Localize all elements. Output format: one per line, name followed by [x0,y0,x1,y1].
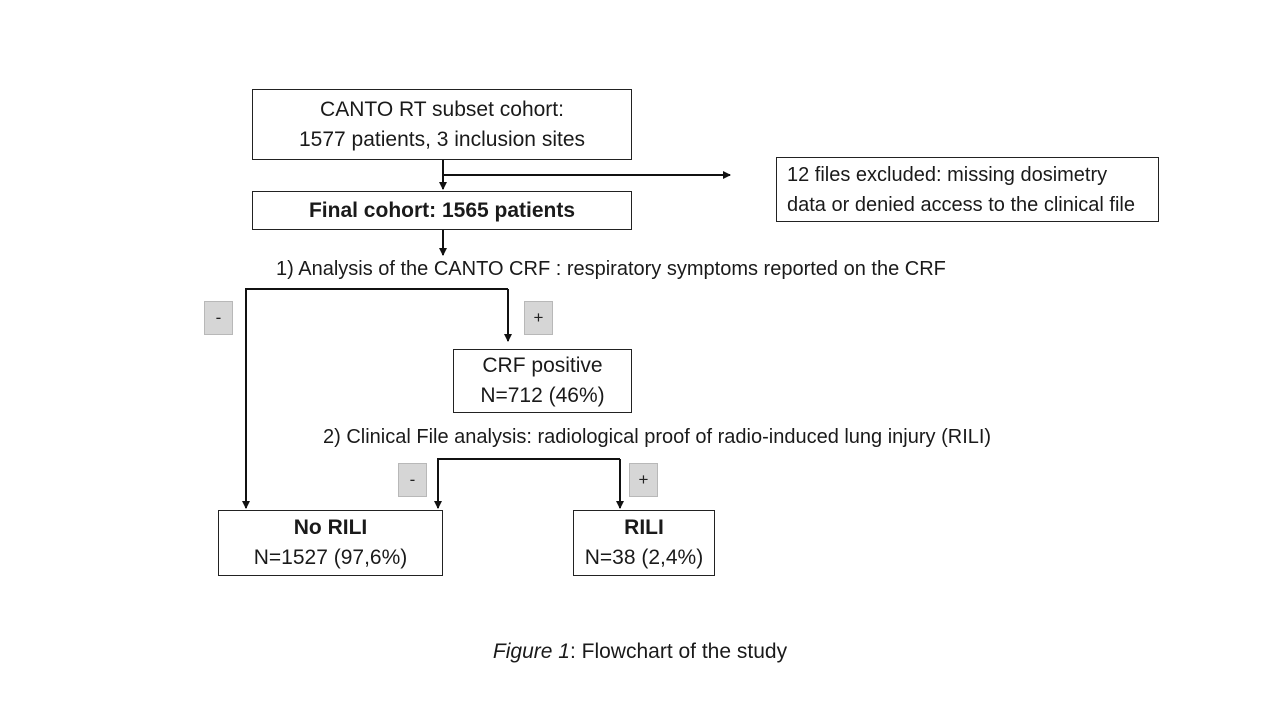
crf-positive-box: CRF positive N=712 (46%) [453,349,632,413]
arrow-step2-negative [434,458,620,509]
final-cohort-box: Final cohort: 1565 patients [252,191,632,230]
figure-caption: Figure 1: Flowchart of the study [0,640,1280,664]
figure-caption-text: : Flowchart of the study [569,640,788,663]
step2-positive-badge: + [629,463,658,497]
rili-count: N=38 (2,4%) [584,546,704,569]
subset-cohort-box: CANTO RT subset cohort: 1577 patients, 3… [252,89,632,160]
figure-caption-label: Figure 1 [492,640,570,663]
step2-negative-badge: - [398,463,427,497]
no-rili-box: No RILI N=1527 (97,6%) [218,510,443,576]
step1-positive-badge: + [524,301,553,335]
excluded-files-line2: data or denied access to the clinical fi… [787,193,1135,216]
step1-negative-badge: - [204,301,233,335]
rili-title: RILI [624,516,664,539]
crf-positive-title: CRF positive [482,354,603,377]
crf-positive-count: N=712 (46%) [480,384,605,407]
excluded-files-line1: 12 files excluded: missing dosimetry [787,163,1108,186]
subset-cohort-title: CANTO RT subset cohort: [320,97,564,121]
no-rili-count: N=1527 (97,6%) [253,546,408,569]
no-rili-title: No RILI [293,516,368,539]
final-cohort-label: Final cohort: 1565 patients [308,198,576,222]
subset-cohort-detail: 1577 patients, 3 inclusion sites [298,127,585,151]
excluded-files-box: 12 files excluded: missing dosimetry dat… [776,157,1159,222]
rili-box: RILI N=38 (2,4%) [573,510,715,576]
step1-label: 1) Analysis of the CANTO CRF : respirato… [276,258,946,280]
step2-label: 2) Clinical File analysis: radiological … [323,426,992,448]
arrow-step1-negative [242,288,508,509]
